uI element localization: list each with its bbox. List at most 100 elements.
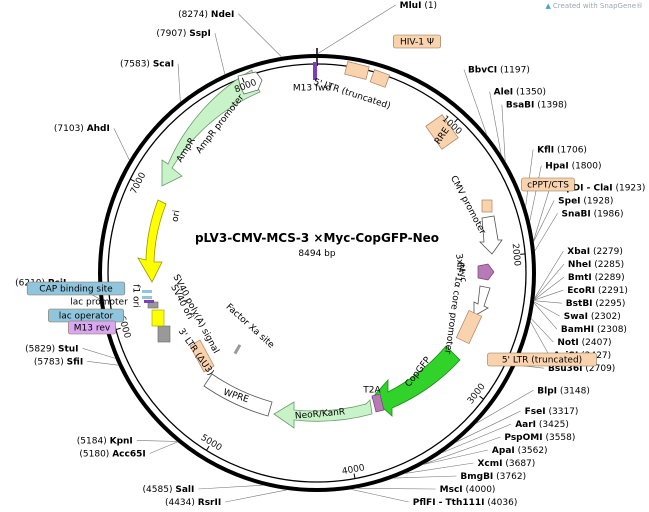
- site-label[interactable]: (7907) SspI: [156, 29, 210, 39]
- feature-label[interactable]: Factor Xa site: [224, 302, 277, 351]
- site-label[interactable]: (4434) RsrII: [165, 498, 221, 508]
- site-label[interactable]: HpaI (1800): [545, 162, 601, 172]
- site-label[interactable]: SnaBI (1986): [562, 209, 624, 219]
- site-label[interactable]: (5184) KpnI: [77, 436, 133, 446]
- site-name: Acc65I: [112, 449, 146, 459]
- site-label[interactable]: SpeI (1928): [558, 196, 613, 206]
- site-name: BsaBI: [506, 101, 535, 111]
- site-label[interactable]: (5180) Acc65I: [79, 449, 145, 459]
- site-position: (2295): [595, 299, 625, 309]
- feature-label-box: [393, 34, 441, 49]
- site-label[interactable]: XcmI (3687): [477, 459, 535, 469]
- site-name: AarI: [515, 420, 536, 430]
- feature-label[interactable]: 5' LTR (truncated): [487, 352, 597, 367]
- feature-3ltr-du3[interactable]: [189, 339, 215, 373]
- site-leader: [423, 449, 488, 465]
- feature-ori[interactable]: [137, 199, 167, 283]
- site-label[interactable]: BsaBI (1398): [506, 101, 567, 111]
- feature-label[interactable]: M13 rev: [68, 320, 116, 335]
- site-label[interactable]: KflI (1706): [537, 145, 587, 155]
- feature-ampr-promoter[interactable]: [237, 71, 263, 95]
- feature-label[interactable]: EF-1α core promoter: [442, 261, 465, 355]
- site-label[interactable]: (4585) SalI: [143, 485, 195, 495]
- feature-sv40-polya[interactable]: [157, 325, 171, 343]
- site-position: (2291): [598, 286, 628, 296]
- feature-label[interactable]: CAP binding site: [26, 281, 126, 296]
- site-label[interactable]: BmtI (2289): [568, 273, 625, 283]
- site-label[interactable]: AleI (1350): [494, 88, 546, 98]
- site-leader: [214, 33, 226, 75]
- feature-sv40-ori[interactable]: [151, 309, 165, 327]
- site-label[interactable]: (7583) ScaI: [120, 60, 174, 70]
- site-label[interactable]: BmgBI (3762): [460, 472, 526, 482]
- site-leader: [534, 213, 558, 251]
- site-name: NheI: [568, 260, 591, 270]
- site-label[interactable]: EcoRI (2291): [567, 286, 628, 296]
- site-label[interactable]: MluI (1): [400, 1, 437, 11]
- site-label[interactable]: (5783) SfiI: [34, 357, 83, 367]
- feature-hiv1-psi[interactable]: [369, 69, 391, 88]
- feature-rre[interactable]: [425, 114, 459, 150]
- feature-label[interactable]: f1 ori: [131, 284, 141, 307]
- site-position: (7103): [54, 124, 84, 134]
- site-name: ApaI: [492, 446, 515, 456]
- site-leader: [198, 484, 263, 490]
- feature-ef1a-core-promoter[interactable]: [473, 285, 491, 317]
- site-leader: [441, 423, 512, 454]
- site-label[interactable]: AarI (3425): [515, 420, 569, 430]
- site-name: BlpI: [537, 386, 557, 396]
- snapgene-logo-icon: ▲: [545, 2, 551, 10]
- feature-5ltr-truncated-2[interactable]: [455, 309, 483, 345]
- site-position: (3425): [539, 420, 569, 430]
- feature-t2a[interactable]: [371, 393, 385, 413]
- site-label[interactable]: MscI (4000): [440, 485, 496, 495]
- site-label[interactable]: BspDI - ClaI (1923): [554, 183, 645, 193]
- feature-label[interactable]: T2A: [362, 386, 381, 396]
- feature-m13rev-mark: [144, 300, 154, 303]
- feature-label[interactable]: ori: [171, 209, 183, 222]
- feature-label[interactable]: 3xMyc: [453, 253, 468, 283]
- site-leader: [455, 410, 521, 443]
- site-label[interactable]: BstBI (2295): [566, 299, 626, 309]
- feature-label[interactable]: M13 fwd: [293, 84, 331, 94]
- site-leader: [82, 348, 116, 359]
- feature-3xmyc[interactable]: [477, 263, 495, 281]
- site-name: ScaI: [153, 60, 174, 70]
- feature-label[interactable]: HIV-1 Ψ: [393, 34, 441, 49]
- feature-label[interactable]: cPPT/CTS: [521, 177, 575, 192]
- feature-neor-kanr[interactable]: [273, 399, 373, 429]
- site-label[interactable]: BamHI (2308): [561, 325, 627, 335]
- site-leader: [533, 302, 558, 330]
- feature-label[interactable]: NeoR/KanR: [295, 407, 346, 421]
- plasmid-name: pLV3-CMV-MCS-3 ×Myc-CopGFP-Neo: [195, 231, 439, 245]
- backbone-ring: [98, 54, 536, 492]
- site-label[interactable]: PspOMI (3558): [504, 433, 575, 443]
- site-label[interactable]: XbaI (2279): [567, 247, 623, 257]
- site-leader: [533, 200, 555, 242]
- site-label[interactable]: (5829) StuI: [25, 344, 78, 354]
- site-label[interactable]: (7103) AhdI: [54, 124, 110, 134]
- feature-label[interactable]: lac operator: [48, 308, 124, 323]
- site-name: SalI: [175, 485, 194, 495]
- site-label[interactable]: ApaI (3562): [492, 446, 548, 456]
- site-label[interactable]: SwaI (2302): [564, 312, 621, 322]
- feature-5ltr-truncated-1[interactable]: [344, 61, 370, 80]
- site-label[interactable]: NheI (2285): [568, 260, 624, 270]
- feature-cmv-promoter[interactable]: [479, 215, 503, 255]
- feature-wpre[interactable]: [203, 373, 273, 417]
- site-label[interactable]: NotI (2407): [557, 338, 611, 348]
- site-label[interactable]: (8274) NdeI: [178, 10, 234, 20]
- feature-factor-xa[interactable]: [233, 344, 242, 355]
- site-label[interactable]: FseI (3317): [525, 407, 579, 417]
- site-label[interactable]: BbvCI (1197): [468, 65, 530, 75]
- feature-label[interactable]: lac promoter: [70, 298, 128, 308]
- site-name: MluI: [400, 1, 422, 11]
- feature-label[interactable]: CMV promoter: [448, 174, 487, 236]
- feature-cppt-cts[interactable]: [481, 199, 493, 213]
- feature-m13-fwd[interactable]: [313, 62, 317, 80]
- site-label[interactable]: Bsu36I (2709): [548, 364, 615, 374]
- feature-ampr[interactable]: [161, 69, 261, 187]
- site-label[interactable]: PflFI - Tth111I (4036): [413, 498, 518, 508]
- site-label[interactable]: BlpI (3148): [537, 386, 590, 396]
- site-leader: [534, 263, 565, 300]
